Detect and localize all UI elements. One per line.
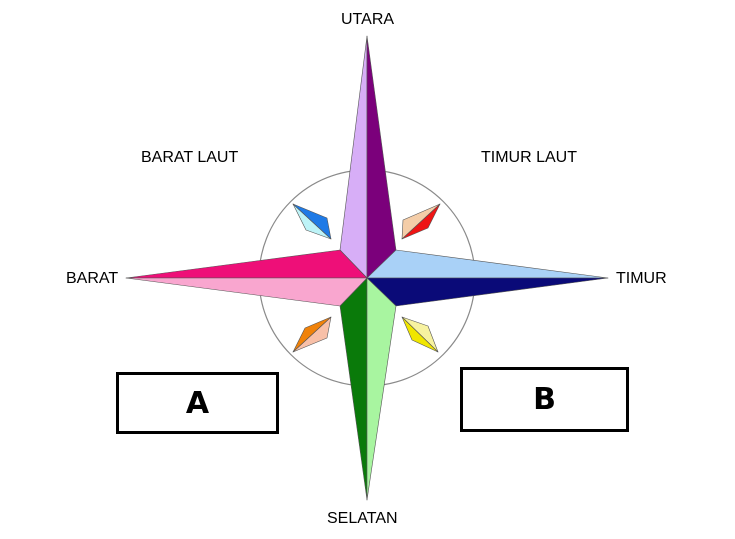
label-east: TIMUR (616, 270, 667, 287)
answer-box-a: A (116, 372, 279, 434)
west-point-light (125, 277, 368, 307)
label-north: UTARA (341, 11, 395, 28)
answer-box-b-letter: B (533, 382, 556, 417)
east-point-dark (366, 277, 609, 307)
label-west: BARAT (66, 270, 119, 287)
northwest-point-dark (292, 203, 332, 240)
west-point-dark (125, 249, 368, 279)
north-point-light (339, 35, 368, 279)
answer-box-b: B (460, 367, 629, 432)
northeast-point-dark (401, 203, 441, 240)
southwest-point-dark (292, 316, 332, 353)
answer-box-a-letter: A (185, 385, 210, 421)
south-point-dark (339, 277, 368, 501)
north-point-dark (366, 35, 397, 279)
label-northwest: BARAT LAUT (141, 149, 239, 166)
label-northeast: TIMUR LAUT (481, 149, 577, 166)
label-south: SELATAN (327, 510, 398, 527)
southeast-point-dark (401, 316, 439, 353)
east-point-light (366, 249, 609, 279)
south-point-light (366, 277, 397, 501)
